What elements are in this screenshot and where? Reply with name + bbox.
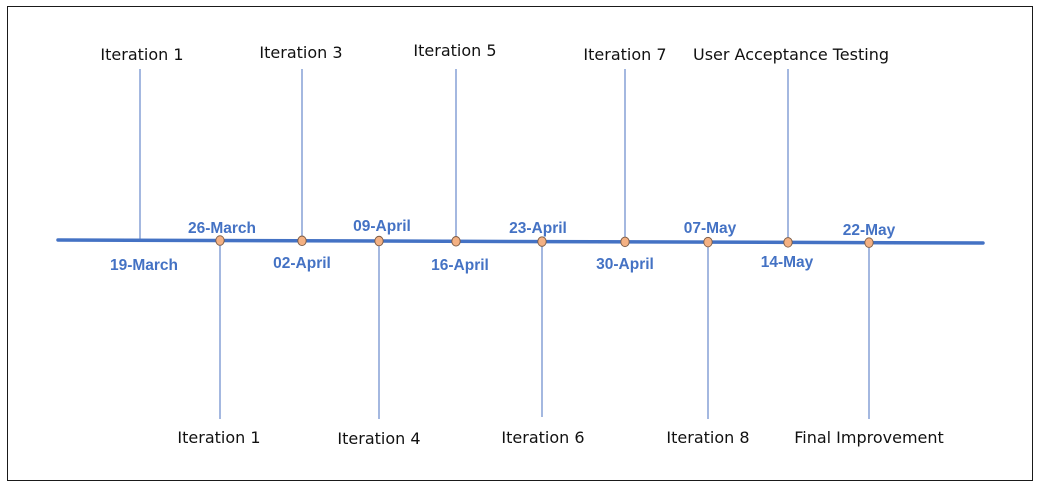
connector-lines [139,69,870,419]
event-label: Iteration 3 [259,43,342,62]
date-marker [620,236,630,248]
event-label: Final Improvement [794,428,944,447]
event-label: Iteration 1 [177,428,260,447]
date-label: 30-April [596,256,654,273]
event-label: Iteration 7 [583,45,666,64]
date-label: 19-March [110,257,178,274]
date-marker [703,236,713,248]
event-label: User Acceptance Testing [693,45,889,64]
date-marker [451,236,461,247]
date-marker [374,235,384,247]
date-marker [864,237,874,248]
event-label: Iteration 4 [337,429,420,448]
date-marker [537,236,547,247]
date-labels: 19-March 26-March 02-April 09-April 16-April… [110,218,896,274]
date-label: 26-March [188,220,256,237]
date-label: 09-April [353,218,411,235]
timeline-axis [56,238,985,245]
date-marker [215,235,225,246]
date-label: 23-April [509,220,567,237]
event-label: Iteration 1 [100,45,183,64]
event-label: Iteration 6 [501,428,584,447]
event-label: Iteration 5 [413,41,496,60]
date-markers [215,235,874,248]
date-label: 02-April [273,255,331,272]
event-label: Iteration 8 [666,428,749,447]
date-label: 22-May [843,222,896,239]
date-label: 14-May [761,254,814,271]
date-label: 16-April [431,257,489,274]
date-marker [297,235,307,247]
date-label: 07-May [684,220,737,237]
event-labels: Iteration 1 Iteration 1 Iteration 3 Iterati… [100,41,943,448]
date-marker [783,237,793,248]
